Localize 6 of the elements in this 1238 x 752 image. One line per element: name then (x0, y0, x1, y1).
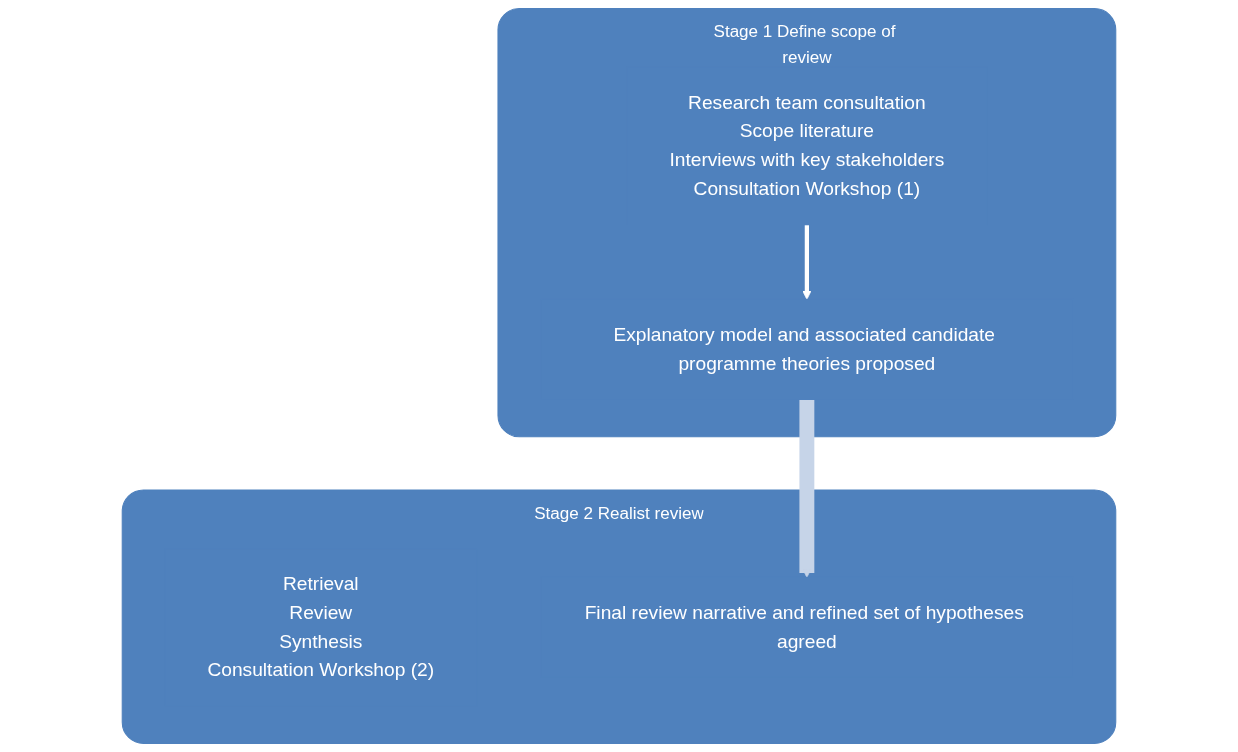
node-text: Research team consultation Scope literature Interviews with key stakeholders Consultation Workshop (1) (669, 91, 945, 200)
arrow (799, 398, 815, 578)
node-text: Final review narrative and refined set of hypotheses agreed (584, 601, 1024, 652)
node-text: Retrieval Review Synthesis Consultation Workshop (2) (207, 573, 435, 681)
node-text: Explanatory model and associated candidate programme theories proposed (613, 323, 995, 374)
arrow (802, 224, 812, 300)
